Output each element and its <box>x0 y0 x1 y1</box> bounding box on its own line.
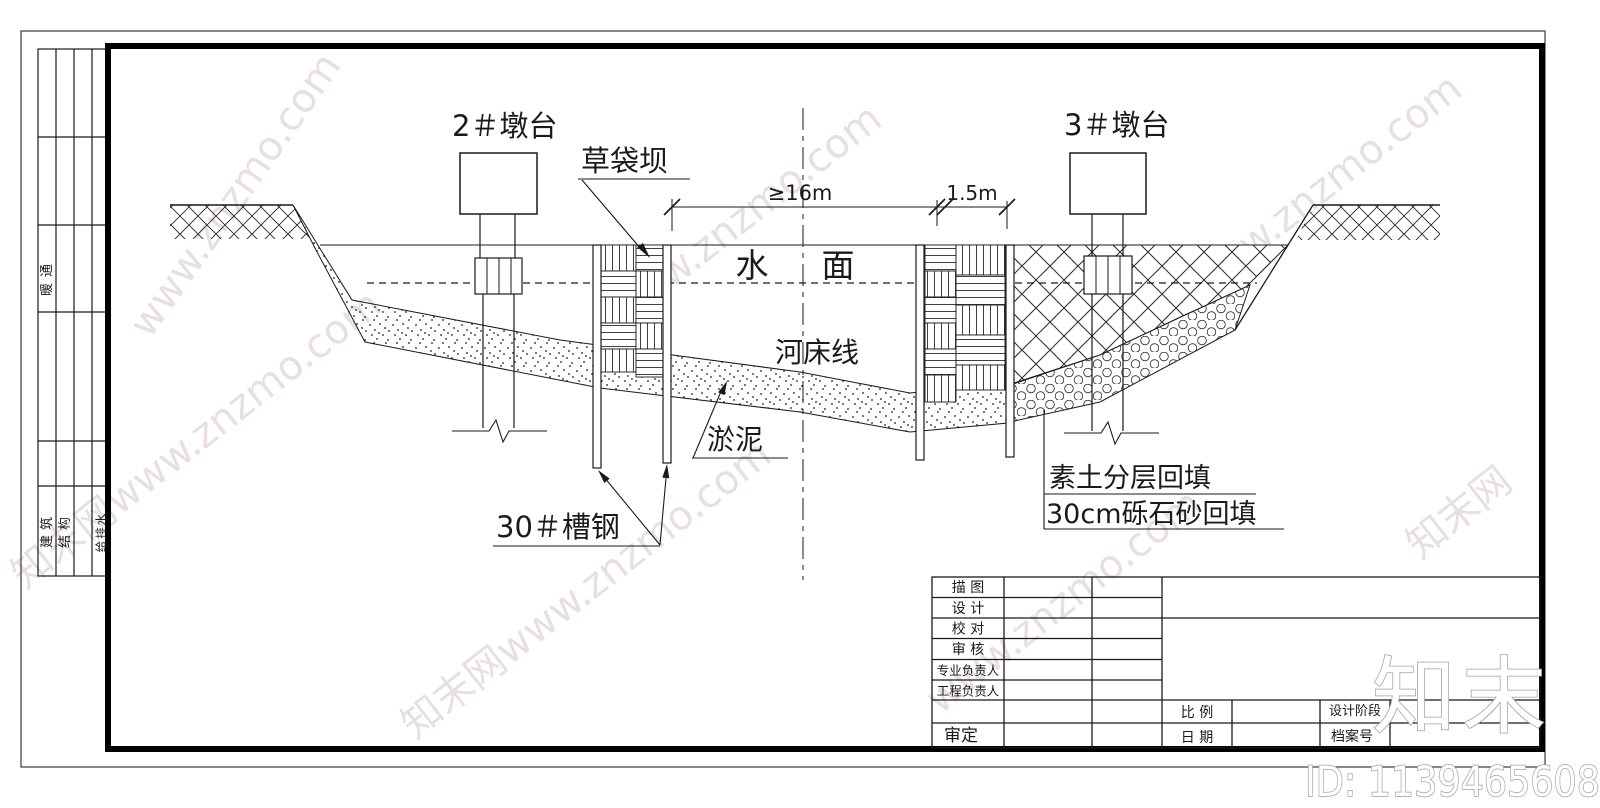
title-block <box>931 576 1541 749</box>
channel-steel-label: 30＃槽钢 <box>496 510 620 544</box>
pier2-cap <box>459 152 538 215</box>
titleblock-row-label: 工程负责人 <box>937 684 1000 699</box>
titleblock-scale-label: 比 例 <box>1181 705 1213 721</box>
left-cofferdam <box>592 244 672 469</box>
strip-discipline-label: 结构 <box>58 512 73 548</box>
title-block-labels: 描 图 设 计 校 对 审 核 专业负责人 工程负责人 审定 比 例 日 期 设… <box>937 580 1381 746</box>
dimension-label-16m: ≥16m <box>768 181 833 205</box>
left-ground-hatch <box>170 205 310 239</box>
titleblock-archive-label: 档案号 <box>1331 728 1373 745</box>
pier3-piles <box>1091 294 1124 431</box>
titleblock-date-label: 日 期 <box>1181 730 1213 746</box>
leader-arrowheads <box>598 243 727 483</box>
channel-steel-wall <box>592 244 602 469</box>
watermark-text: 知末网 <box>1398 458 1521 568</box>
right-ground-hatch <box>1296 205 1440 240</box>
strip-discipline-label: 建筑 <box>39 512 55 548</box>
soil-backfill-label: 素土分层回填 <box>1049 463 1211 494</box>
riverbed-label: 河床线 <box>775 336 859 369</box>
pier-2 <box>452 152 547 444</box>
gravel-backfill-label: 30cm砾石砂回填 <box>1046 499 1257 530</box>
drawing-border <box>105 43 1545 752</box>
channel-steel-wall <box>662 244 672 464</box>
pier3-break-symbol <box>1064 420 1159 446</box>
dimension <box>663 198 1016 231</box>
channel-steel-wall <box>915 244 925 461</box>
strip-hvac-label: 暖通 <box>40 258 55 296</box>
titleblock-row-label: 设 计 <box>952 601 984 617</box>
titleblock-stage-label: 设计阶段 <box>1329 704 1381 719</box>
titleblock-row-label: 专业负责人 <box>937 663 1000 678</box>
water-surface-label: 水 面 <box>736 246 865 285</box>
right-cofferdam <box>915 244 1015 461</box>
gravel-backfill-region <box>1009 284 1251 423</box>
pier2-break-symbol <box>452 418 547 444</box>
brand-watermark: 知末 <box>1372 648 1552 746</box>
pier3-label: 3＃墩台 <box>1064 108 1169 142</box>
titleblock-row-label: 校 对 <box>952 621 984 638</box>
channel-steel-wall <box>1005 244 1015 458</box>
pier-3 <box>1064 152 1159 446</box>
watermark-text: 知末网www.znzmo.com <box>3 281 390 598</box>
watermark-text: 知末网www.znzmo.com <box>393 431 780 748</box>
watermark-text: www.znzmo.com <box>121 45 351 346</box>
pier3-cap <box>1069 152 1147 215</box>
silt-label: 淤泥 <box>707 423 763 456</box>
id-watermark: ID: 1139465608 <box>1305 757 1600 806</box>
titleblock-row-label: 审 核 <box>952 642 984 658</box>
right-bank-slope <box>1234 204 1314 331</box>
pier2-label: 2＃墩台 <box>452 109 557 143</box>
ground <box>170 204 1440 240</box>
pier2-piles <box>482 294 515 428</box>
sandbag-dam-label: 草袋坝 <box>581 144 668 178</box>
leaders <box>493 178 1284 547</box>
strip-discipline-label: 给排水 <box>94 512 108 553</box>
titleblock-row-label: 描 图 <box>952 580 984 596</box>
dimension-label-1_5m: 1.5m <box>946 181 997 205</box>
signature-strip-labels: 暖通 建筑 结构 电气 给排水 <box>39 258 108 553</box>
titleblock-approve-label: 审定 <box>944 726 978 746</box>
